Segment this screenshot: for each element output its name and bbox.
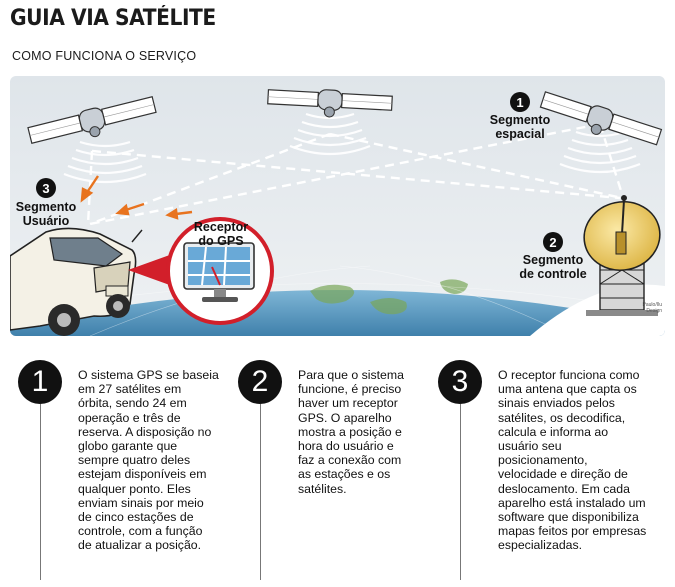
column-1-line: O sistema GPS se baseia — [78, 368, 219, 382]
column-3-number: 3 — [438, 360, 482, 404]
segment-control-line1: Segmento — [522, 253, 584, 267]
signal-beam-left — [63, 140, 147, 184]
receiver-pointer — [128, 252, 178, 288]
column-1-number: 1 — [18, 360, 62, 404]
satellite-left-icon — [27, 96, 157, 144]
segment-user-label: Segmento Usuário — [14, 200, 78, 228]
column-1-line: globo garante que — [78, 439, 178, 454]
column-2-line: satélites. — [298, 481, 347, 496]
receiver-label-line1: Receptor — [193, 220, 249, 234]
column-3-line: sinais enviados pelos — [498, 396, 615, 411]
column-3-divider — [460, 404, 461, 580]
receiver-label-line2: do GPS — [198, 234, 244, 248]
column-3-line: calcula e informa ao — [498, 424, 609, 439]
column-2-line: haver um receptor — [298, 396, 398, 411]
column-2-line: hora do usuário e — [298, 439, 394, 454]
column-1-line: qualquer ponto. Eles — [78, 481, 191, 496]
satellite-center-icon — [267, 89, 393, 118]
column-2-divider — [260, 404, 261, 580]
column-1-line: enviam sinais por meio — [78, 495, 204, 510]
segment-user-line1: Segmento — [15, 200, 77, 214]
column-2-line: funcione, é preciso — [298, 382, 402, 397]
segment-control-line2: de controle — [519, 267, 587, 281]
illustration-canvas — [9, 76, 665, 336]
column-1-divider — [40, 404, 41, 580]
signal-beam-center — [289, 112, 371, 156]
column-3-line: O receptor funciona como — [498, 368, 640, 382]
signal-arrows — [80, 175, 193, 220]
earth-horizon — [10, 290, 665, 336]
receiver-zoom — [166, 217, 274, 325]
column-1-line: de cinco estações de — [78, 510, 194, 525]
column-2-number: 2 — [238, 360, 282, 404]
column-2-text: Para que o sistema funcione, é preciso h… — [298, 368, 428, 496]
segment-user-badge: 3 — [36, 178, 56, 198]
satellite-right-icon — [539, 91, 663, 146]
column-2-line: as estações e os — [298, 467, 391, 482]
column-1-line: em 27 satélites em — [78, 382, 182, 397]
column-3-line: posicionamento, — [498, 453, 588, 468]
vehicle-icon — [9, 227, 143, 336]
segment-user-line2: Usuário — [22, 214, 70, 228]
column-1-line: órbita, sendo 24 em — [78, 396, 187, 411]
column-1-line: estejam disponíveis em — [78, 467, 207, 482]
column-3-line: aparelho está instalado um — [498, 495, 646, 510]
page-title: GUIA VIA SATÉLITE — [10, 6, 216, 31]
column-2-line: Para que o sistema — [298, 368, 404, 382]
segment-space-label: Segmento espacial — [484, 113, 556, 141]
segment-control-label: Segmento de controle — [508, 253, 598, 281]
column-2-line: GPS. O aparelho — [298, 410, 392, 425]
gps-illustration: 1 Segmento espacial 2 Segmento de contro… — [9, 76, 665, 336]
column-2-line: faz a conexão com — [298, 453, 402, 468]
column-1-line: controle, com a função — [78, 524, 203, 539]
column-3-line: uma antena que capta os — [498, 382, 637, 397]
ground-station-icon — [583, 195, 661, 316]
segment-control-badge: 2 — [543, 232, 563, 252]
illustration-credit: Paulo/Ilu Design — [628, 302, 662, 314]
column-3-line: mapas feitos por empresas — [498, 524, 647, 539]
column-1-line: reserva. A disposição no — [78, 424, 212, 439]
column-1-text: O sistema GPS se baseia em 27 satélites … — [78, 368, 238, 553]
column-3-line: especializadas. — [498, 538, 583, 553]
segment-space-line1: Segmento — [489, 113, 551, 127]
column-3-line: satélites, os decodifica, — [498, 410, 626, 425]
credit-line1: Paulo/Ilu — [642, 302, 662, 308]
column-3-line: software que disponibiliza — [498, 510, 639, 525]
page-subtitle: COMO FUNCIONA O SERVIÇO — [12, 49, 197, 63]
column-3-text: O receptor funciona como uma antena que … — [498, 368, 670, 553]
column-2-line: mostra a posição e — [298, 424, 402, 439]
column-1-line: de atualizar a posição. — [78, 538, 202, 553]
column-1-line: sempre quatro deles — [78, 453, 191, 468]
segment-space-badge: 1 — [510, 92, 530, 112]
credit-line2: Design — [646, 308, 662, 314]
earth-continents — [310, 279, 468, 315]
column-3-line: velocidade e direção de — [498, 467, 628, 482]
segment-space-line2: espacial — [495, 127, 545, 141]
column-1-line: operação e três de — [78, 410, 181, 425]
column-3-line: deslocamento. Em cada — [498, 481, 630, 496]
receiver-label: Receptor do GPS — [186, 220, 256, 248]
column-3-line: usuário seu — [498, 439, 562, 454]
